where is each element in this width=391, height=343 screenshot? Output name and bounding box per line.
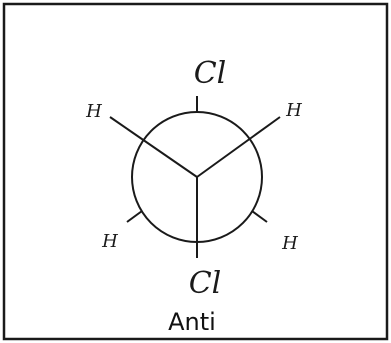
label-front-bottom: Cl (189, 266, 222, 301)
diagram-caption: Anti (168, 308, 216, 336)
label-back-bottom-right: H (281, 233, 298, 254)
label-back-bottom-left: H (101, 231, 118, 252)
front-bond-upper-left (109, 116, 198, 178)
label-front-top-right: H (285, 100, 302, 121)
label-front-top-left: H (85, 101, 102, 122)
label-back-top: Cl (194, 56, 227, 91)
back-bond-lower-right (251, 210, 268, 223)
back-bond-lower-left (126, 210, 143, 223)
front-bond-upper-right (196, 116, 281, 178)
diagram-border (2, 2, 389, 341)
